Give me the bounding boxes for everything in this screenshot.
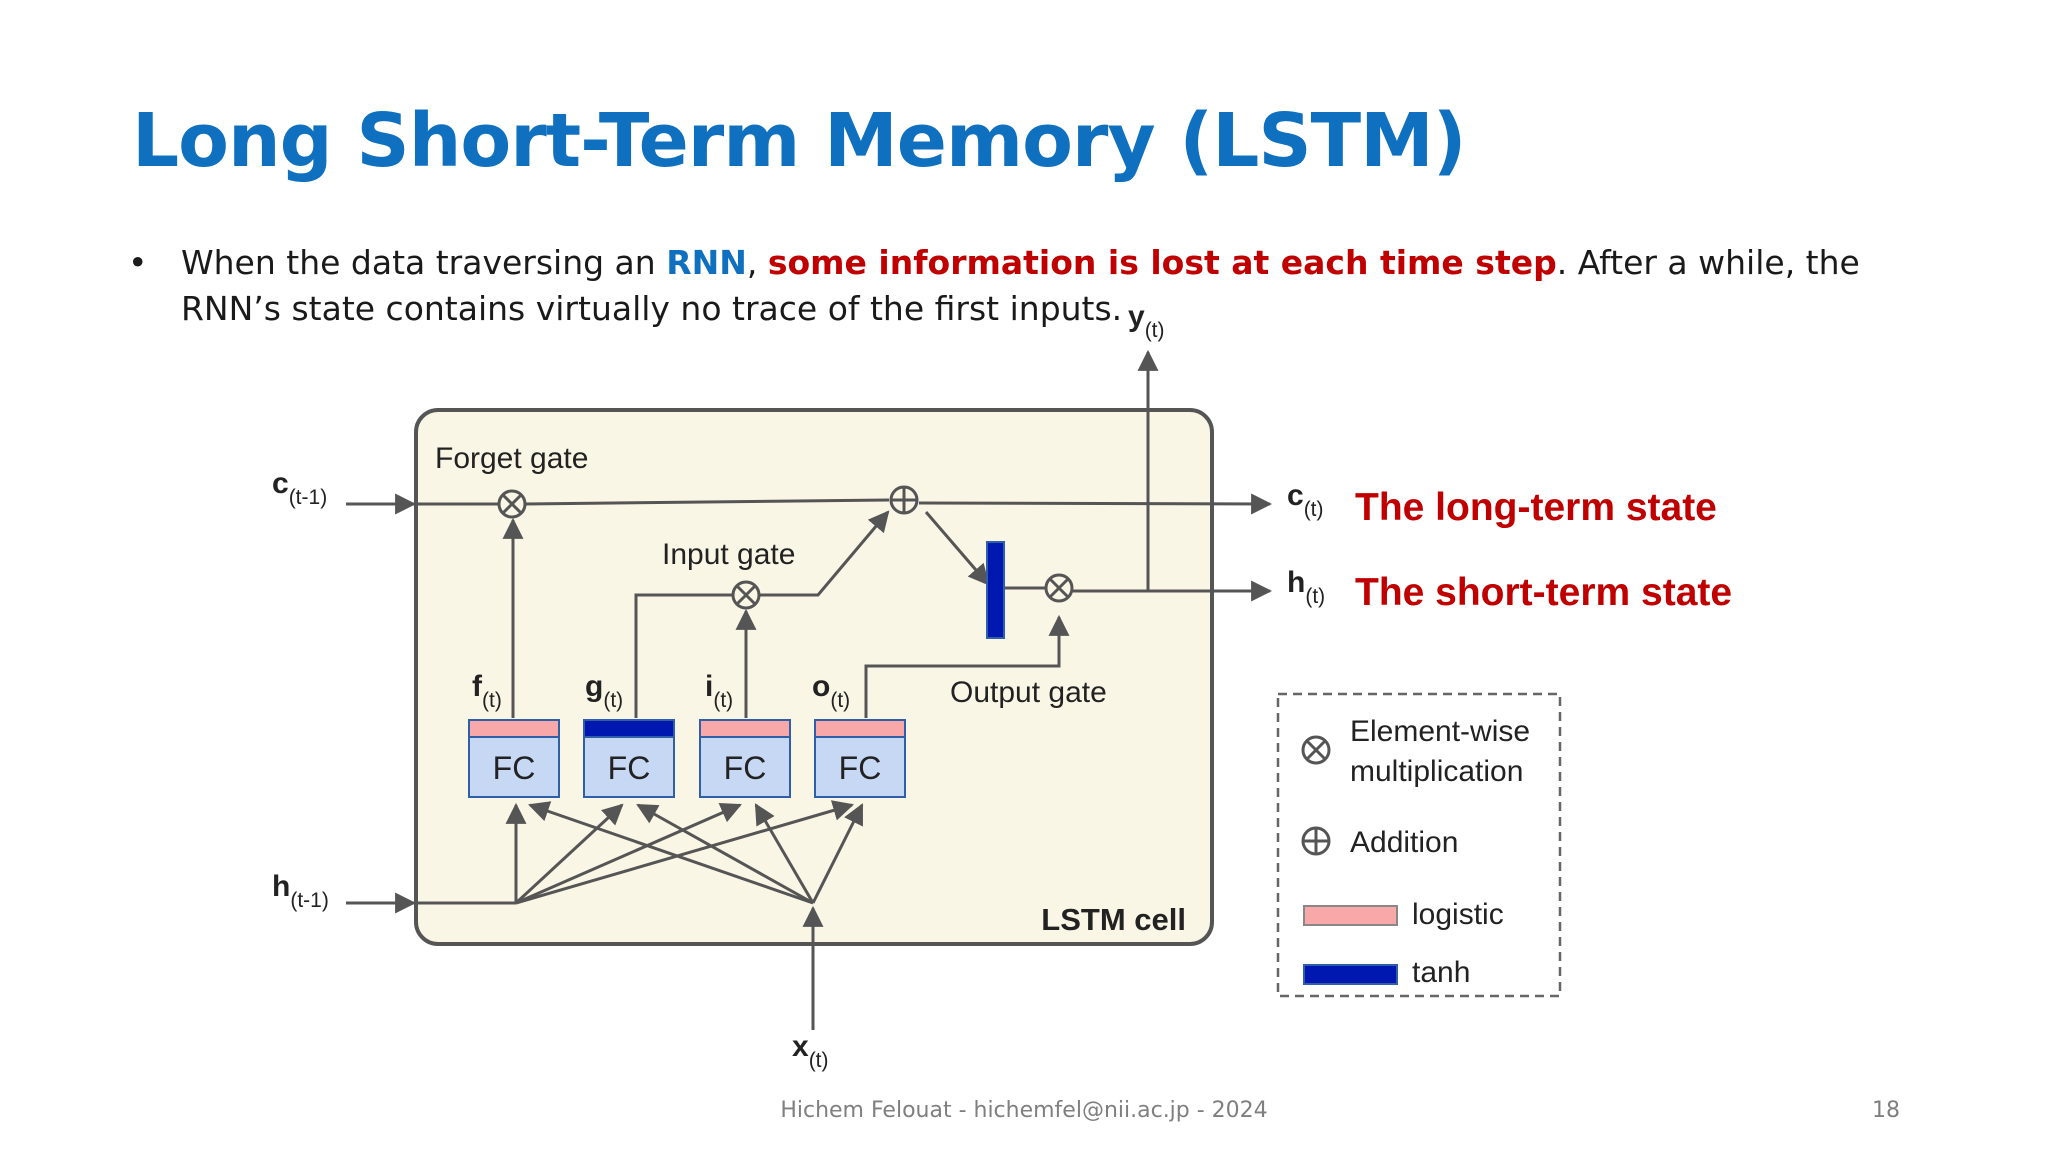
x-label: x(t) <box>792 1030 829 1072</box>
tanh-block <box>986 541 1005 639</box>
bullet-text-part: . After a while, the RNN’s state contain… <box>181 243 1860 328</box>
legend-add-label: Addition <box>1350 826 1458 859</box>
legend-multiply-label: multiplication <box>1350 755 1523 788</box>
slide-footer: Hichem Felouat - hichemfel@nii.ac.jp - 2… <box>780 1098 1268 1123</box>
h-out-label: h(t) <box>1287 566 1325 608</box>
input-multiply-icon <box>731 580 761 610</box>
h-prev-label: h(t-1) <box>272 870 329 912</box>
input-gate-label: Input gate <box>662 538 795 571</box>
legend-tanh-swatch <box>1303 964 1398 985</box>
add-icon <box>889 485 919 515</box>
legend-logistic-label: logistic <box>1412 898 1504 931</box>
o-to-output-gate <box>864 614 1070 718</box>
c-out-arrow <box>918 493 1273 515</box>
input-gate-to-add <box>760 510 890 597</box>
fc-label: FC <box>839 750 882 786</box>
fc-block-f: FC <box>468 719 560 798</box>
bullet-marker: • <box>128 243 148 282</box>
fc-block-g: FC <box>583 719 675 798</box>
legend-logistic-swatch <box>1303 905 1398 926</box>
slide-title: Long Short-Term Memory (LSTM) <box>132 98 1467 184</box>
c-out-label: c(t) <box>1287 479 1324 521</box>
long-term-state-annotation: The long-term state <box>1355 486 1717 529</box>
add-to-tanh <box>924 511 990 586</box>
i-label: i(t) <box>705 670 733 712</box>
bullet-text-part: , <box>746 243 768 282</box>
lstm-cell-label: LSTM cell <box>1041 902 1186 937</box>
fc-label: FC <box>493 750 536 786</box>
forget-gate-label: Forget gate <box>435 442 588 475</box>
g-to-input-gate <box>634 593 733 718</box>
fc-input-lines <box>505 800 864 905</box>
legend-multiply-label: Element-wise <box>1350 715 1530 748</box>
y-label: y(t) <box>1128 300 1165 342</box>
highlight-rnn: RNN <box>666 243 747 282</box>
forget-multiply-icon <box>497 489 527 519</box>
bullet-text-part: When the data traversing an <box>181 243 667 282</box>
cell-state-line <box>524 498 890 506</box>
short-term-state-annotation: The short-term state <box>1355 571 1732 614</box>
output-multiply-icon <box>1044 573 1074 603</box>
f-label: f(t) <box>472 670 502 712</box>
legend-add-icon <box>1301 826 1331 856</box>
legend: Element-wise multiplication Addition log… <box>1276 692 1562 998</box>
legend-multiply-icon <box>1301 735 1331 765</box>
o-label: o(t) <box>812 670 850 712</box>
legend-tanh-label: tanh <box>1412 956 1470 989</box>
output-gate-label: Output gate <box>950 676 1107 709</box>
fc-label: FC <box>724 750 767 786</box>
fc-label: FC <box>608 750 651 786</box>
fc-block-i: FC <box>699 719 791 798</box>
c-prev-label: c(t-1) <box>272 467 327 509</box>
fc-block-o: FC <box>814 719 906 798</box>
g-label: g(t) <box>585 670 623 712</box>
page-number: 18 <box>1872 1098 1900 1123</box>
bullet-text: When the data traversing an RNN, some in… <box>181 240 1907 332</box>
highlight-info-lost: some information is lost at each time st… <box>767 243 1557 282</box>
